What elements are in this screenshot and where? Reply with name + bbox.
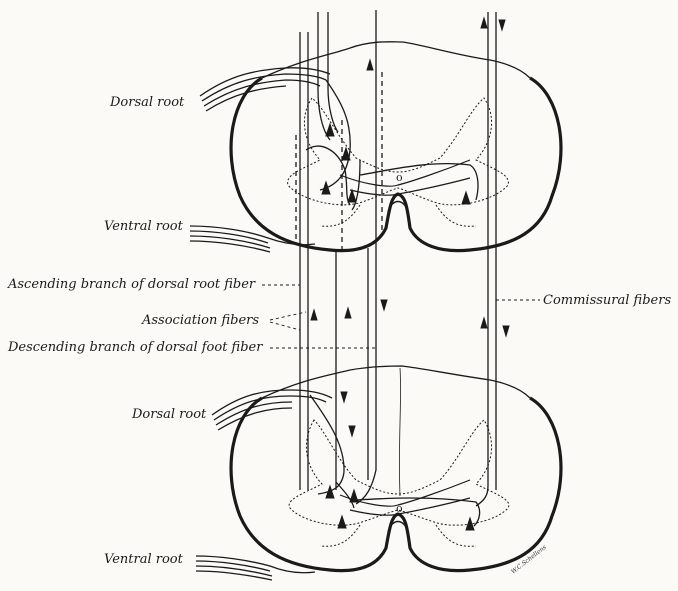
label-commissural-fibers: Commissural fibers	[543, 294, 671, 307]
lower-ventral-root	[196, 556, 315, 580]
arrow-down-icon	[381, 300, 387, 310]
arrow-down-icon	[499, 20, 505, 30]
arrow-up-icon	[481, 18, 487, 28]
lower-dorsal-surface	[262, 366, 530, 398]
fiber-collateral-bottom-1	[310, 395, 344, 494]
synapse-arrowhead-icon	[322, 182, 330, 194]
label-ventral-root-bottom: Ventral root	[104, 553, 183, 566]
arrow-up-icon	[481, 318, 487, 328]
upper-grey-ventral-horn	[320, 205, 476, 226]
lower-median-septum	[399, 368, 400, 496]
fiber-collateral-bottom-2	[336, 482, 354, 508]
leader-association-2	[270, 322, 300, 330]
arrow-down-icon	[503, 326, 509, 336]
central-canal-upper: o	[396, 172, 403, 183]
upper-grey-matter	[288, 98, 509, 205]
central-canal-lower: o	[396, 503, 403, 514]
synapse-arrowhead-icon	[348, 190, 356, 202]
arrow-up-icon	[367, 60, 373, 70]
label-association-fibers: Association fibers	[142, 314, 259, 327]
upper-dorsal-root	[200, 68, 330, 111]
fiber-top-left-b	[328, 12, 338, 132]
lower-dorsal-root	[212, 390, 332, 430]
label-ventral-root-top: Ventral root	[104, 220, 183, 233]
fiber-commissural-cross-bottom	[356, 498, 480, 526]
label-ascending-branch: Ascending branch of dorsal root fiber	[8, 278, 255, 291]
direction-arrows	[311, 18, 509, 530]
arrow-down-icon	[349, 426, 355, 436]
label-descending-branch: Descending branch of dorsal foot fiber	[8, 341, 262, 354]
longitudinal-fiber-tracts	[296, 10, 496, 526]
synapse-arrowhead-icon	[462, 192, 470, 204]
lower-spinal-segment	[196, 366, 561, 580]
label-dorsal-root-bottom: Dorsal root	[132, 408, 206, 421]
lower-cord-outline	[231, 398, 561, 571]
arrow-down-icon	[341, 392, 347, 402]
label-dorsal-root-top: Dorsal root	[110, 96, 184, 109]
synapse-arrowhead-icon	[338, 516, 346, 528]
lower-grey-commissure-lower	[350, 498, 470, 515]
fiber-commissural-a	[476, 12, 488, 506]
label-leader-lines	[262, 285, 540, 348]
synapse-arrowhead-icon	[466, 518, 474, 530]
upper-dorsal-surface	[262, 42, 530, 78]
upper-cord-outline	[231, 78, 561, 251]
arrow-up-icon	[311, 310, 317, 320]
synapse-arrowhead-icon	[350, 490, 358, 502]
arrow-up-icon	[345, 308, 351, 318]
